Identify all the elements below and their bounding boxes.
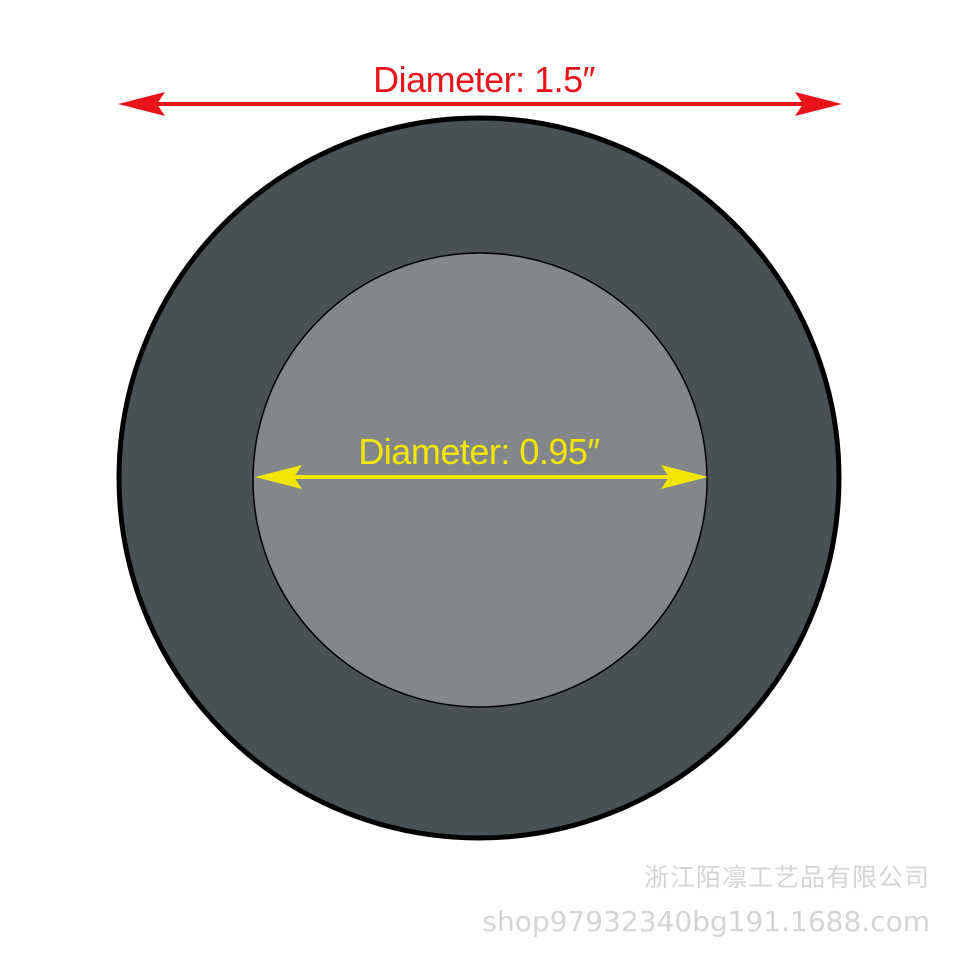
inner-disc xyxy=(252,252,708,708)
arrowhead-left-icon xyxy=(118,92,165,116)
inner-diameter-arrow xyxy=(255,465,708,489)
watermark-shop-url: shop97932340bg191.1688.com xyxy=(482,905,930,938)
arrowhead-right-icon xyxy=(795,92,842,116)
arrowhead-left-icon xyxy=(255,465,302,489)
inner-diameter-label: Diameter: 0.95″ xyxy=(358,431,600,472)
outer-diameter-arrow xyxy=(118,92,842,116)
arrowhead-right-icon xyxy=(661,465,708,489)
outer-diameter-label: Diameter: 1.5″ xyxy=(373,59,596,100)
watermark-company: 浙江陌凛工艺品有限公司 xyxy=(643,863,930,892)
